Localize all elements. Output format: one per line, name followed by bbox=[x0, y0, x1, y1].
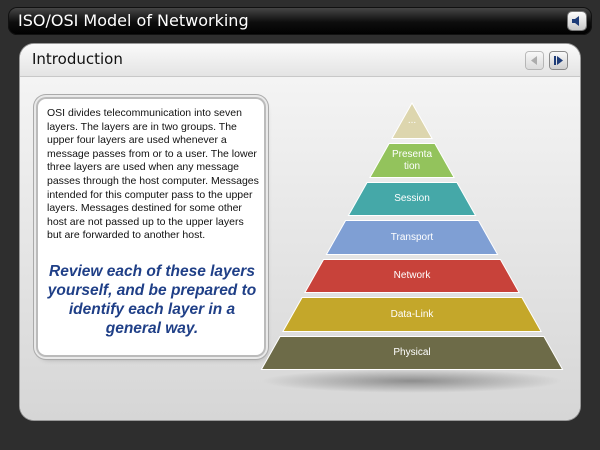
speaker-icon bbox=[572, 16, 579, 26]
pyramid-layer-label: Transport bbox=[390, 231, 434, 243]
pyramid-layer-0 bbox=[391, 101, 433, 139]
window-title: ISO/OSI Model of Networking bbox=[18, 11, 249, 30]
pyramid-layer-1 bbox=[369, 143, 455, 178]
pyramid-layer-2 bbox=[347, 182, 477, 216]
pyramid-layer-label: Network bbox=[393, 270, 431, 281]
arrow-right-icon bbox=[554, 56, 563, 65]
arrow-left-icon bbox=[531, 56, 537, 65]
pyramid-layer-label: Physical bbox=[393, 347, 431, 358]
sound-button[interactable] bbox=[568, 12, 586, 30]
review-callout: Review each of these layers yourself, an… bbox=[47, 263, 257, 337]
window-titlebar: ISO/OSI Model of Networking bbox=[8, 7, 592, 35]
page-title: Introduction bbox=[32, 50, 123, 68]
intro-paragraph: OSI divides telecommunication into seven… bbox=[47, 107, 259, 242]
next-button[interactable] bbox=[550, 52, 567, 69]
pyramid-layer-5 bbox=[282, 297, 542, 332]
pyramid-layer-label: Session bbox=[394, 193, 430, 204]
pyramid-layer-label: Presenta tion bbox=[391, 148, 433, 172]
content-panel: Introduction OSI divides telecommunicati… bbox=[20, 44, 580, 420]
pyramid-layer-6 bbox=[260, 336, 564, 370]
text-card: OSI divides telecommunication into seven… bbox=[38, 99, 264, 355]
content-area: OSI divides telecommunication into seven… bbox=[20, 77, 580, 420]
previous-button[interactable] bbox=[526, 52, 543, 69]
pyramid-layer-label: Data-Link bbox=[390, 308, 434, 320]
panel-header: Introduction bbox=[20, 44, 580, 77]
pyramid-layer-label: ... bbox=[407, 114, 417, 126]
pyramid-layer-3 bbox=[325, 220, 499, 255]
pyramid-graphic bbox=[260, 101, 564, 393]
pyramid-layer-4 bbox=[304, 259, 520, 293]
